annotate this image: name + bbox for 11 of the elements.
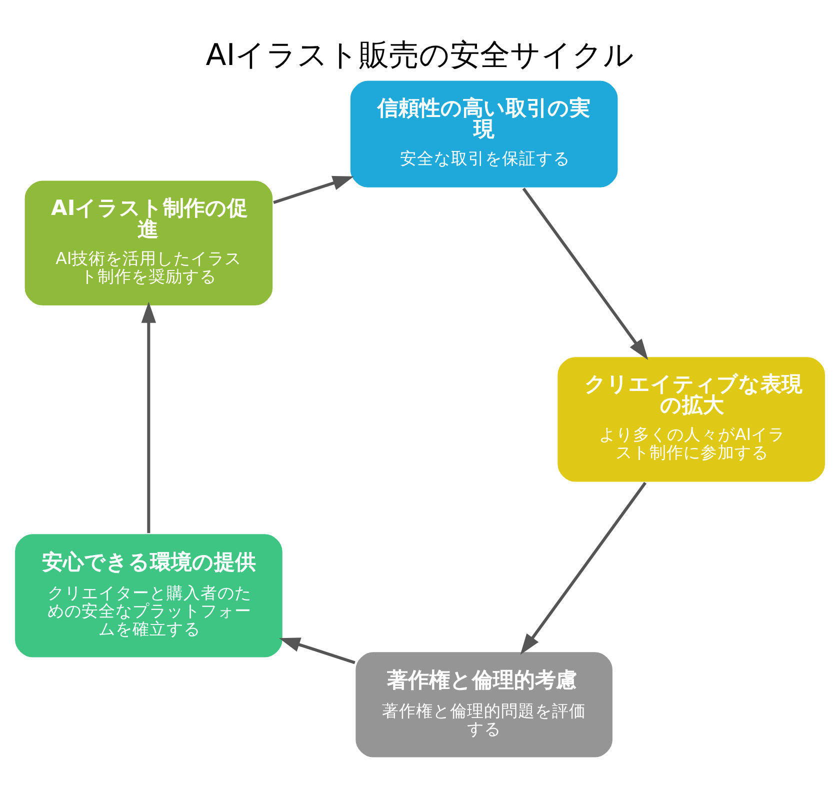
- diagram-title: AIイラスト販売の安全サイクル: [206, 38, 634, 73]
- arrow: [273, 175, 354, 204]
- arrow: [522, 187, 648, 360]
- node-box: 安心できる環境の提供 クリエイターと購入者のための安全なプラットフォームを確立する: [14, 532, 284, 658]
- arrow: [279, 637, 356, 664]
- arrow: [141, 301, 156, 533]
- node-box: 信頼性の高い取引の実現 安全な取引を保証する: [348, 78, 620, 188]
- arrow: [520, 481, 647, 654]
- node-box: AIイラスト制作の促進 AI技術を活用したイラスト制作を奨励する: [23, 178, 274, 306]
- node-box: 著作権と倫理的考慮 著作権と倫理的問題を評価する: [354, 650, 614, 758]
- node-box: クリエイティブな表現の拡大 より多くの人々がAIイラスト制作に参加する: [556, 355, 826, 483]
